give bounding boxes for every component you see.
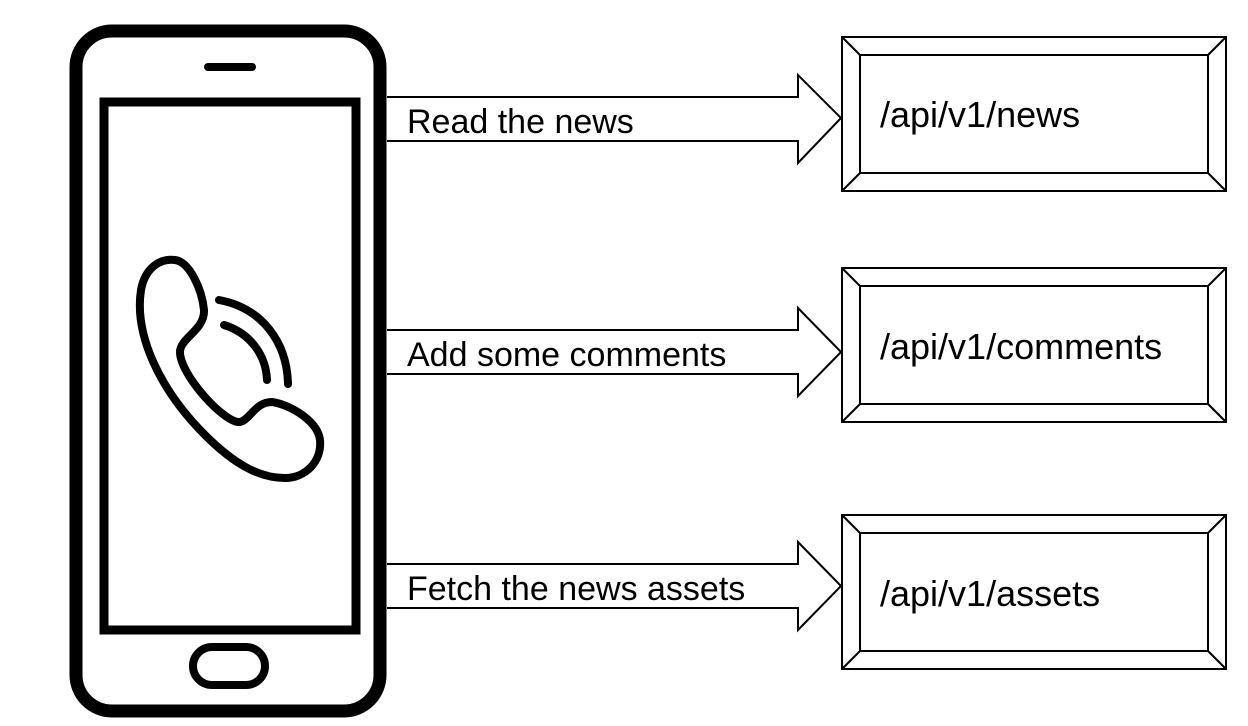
arrow-label-comments: Add some comments (407, 336, 726, 374)
endpoint-box-assets (841, 514, 1227, 670)
phone-call-icon (135, 255, 325, 482)
endpoint-label-assets: /api/v1/assets (880, 573, 1100, 614)
endpoint-label-comments: /api/v1/comments (880, 326, 1162, 367)
arrow-label-news: Read the news (407, 103, 634, 141)
endpoint-label-news: /api/v1/news (880, 94, 1080, 135)
smartphone-icon (69, 24, 387, 718)
endpoint-box-comments (841, 267, 1227, 423)
endpoint-box-news (841, 36, 1227, 192)
arrow-label-assets: Fetch the news assets (407, 570, 745, 608)
